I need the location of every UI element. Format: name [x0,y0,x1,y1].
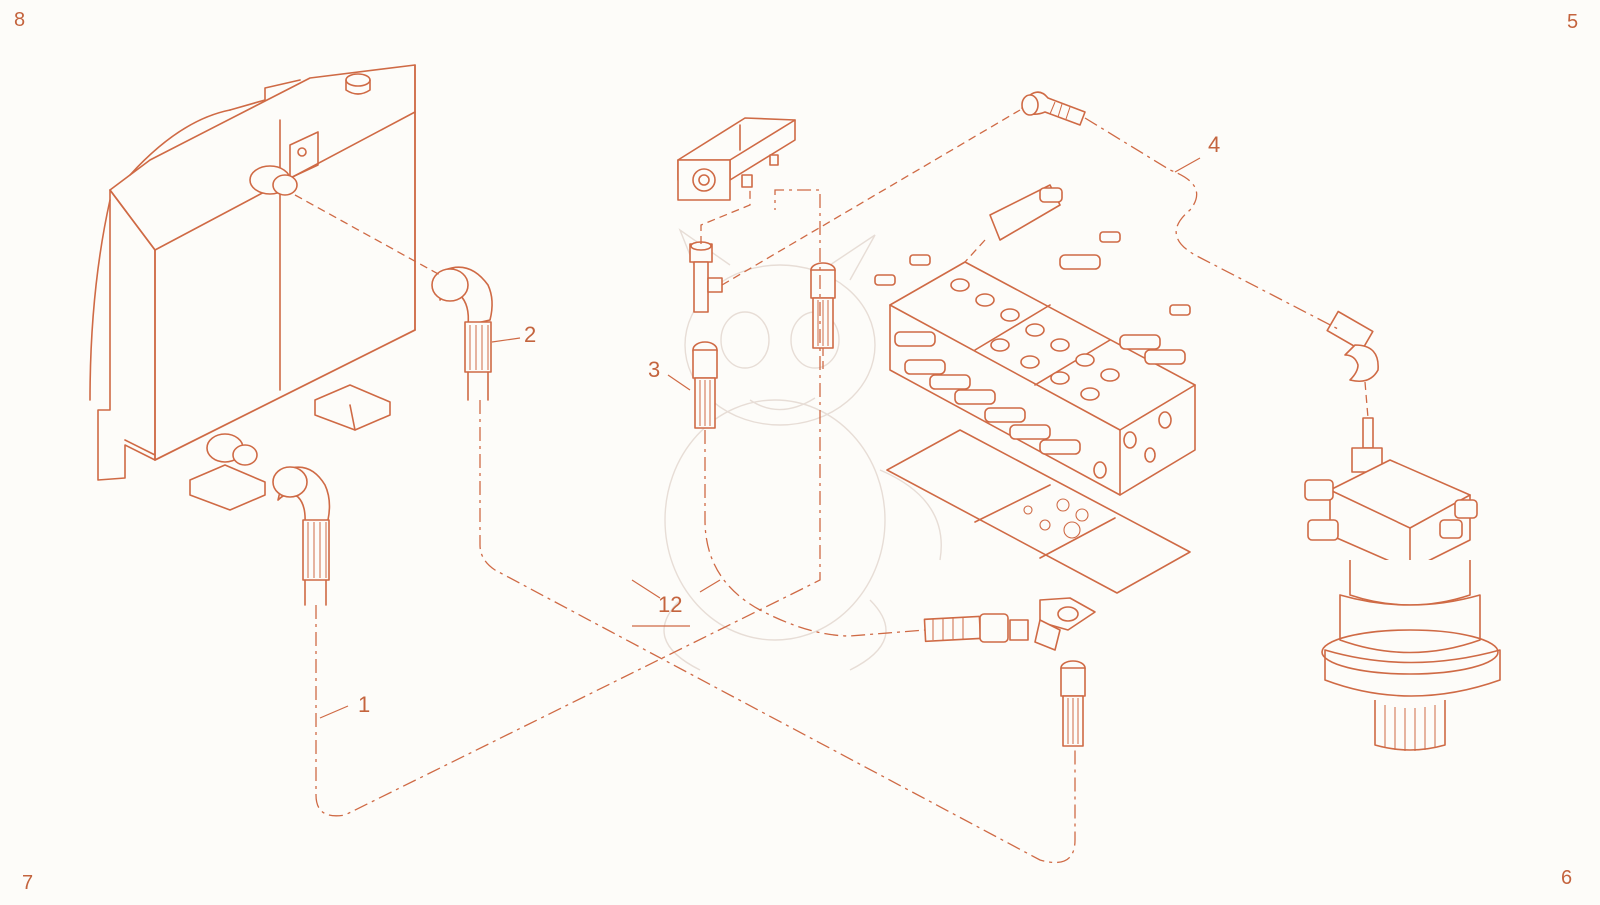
swing-motor [1304,310,1501,751]
valve-block [677,117,796,201]
callout-2: 2 [524,322,536,347]
corner-number-bottom-right: 6 [1561,867,1572,889]
hose-1 [272,466,331,606]
oil-cooler-radiator [89,64,416,511]
corner-number-top-left: 8 [14,9,25,31]
callout-3: 3 [648,357,660,382]
corner-number-top-right: 5 [1567,11,1578,33]
callout-4: 4 [1208,132,1220,157]
callout-1: 1 [358,692,370,717]
hose-12 [923,597,1096,747]
hose-2 [431,266,493,401]
callout-12: 12 [658,592,682,617]
hose-4-fittings [1021,91,1086,126]
callout-leaders [319,157,1201,719]
connection-lines [294,109,1369,864]
hose-3 [692,341,718,429]
control-valve-manifold [874,184,1196,594]
tee-fitting [689,241,723,313]
corner-number-bottom-left: 7 [22,872,33,894]
watermark-figure [663,228,942,671]
hose-end-upper [810,262,836,349]
